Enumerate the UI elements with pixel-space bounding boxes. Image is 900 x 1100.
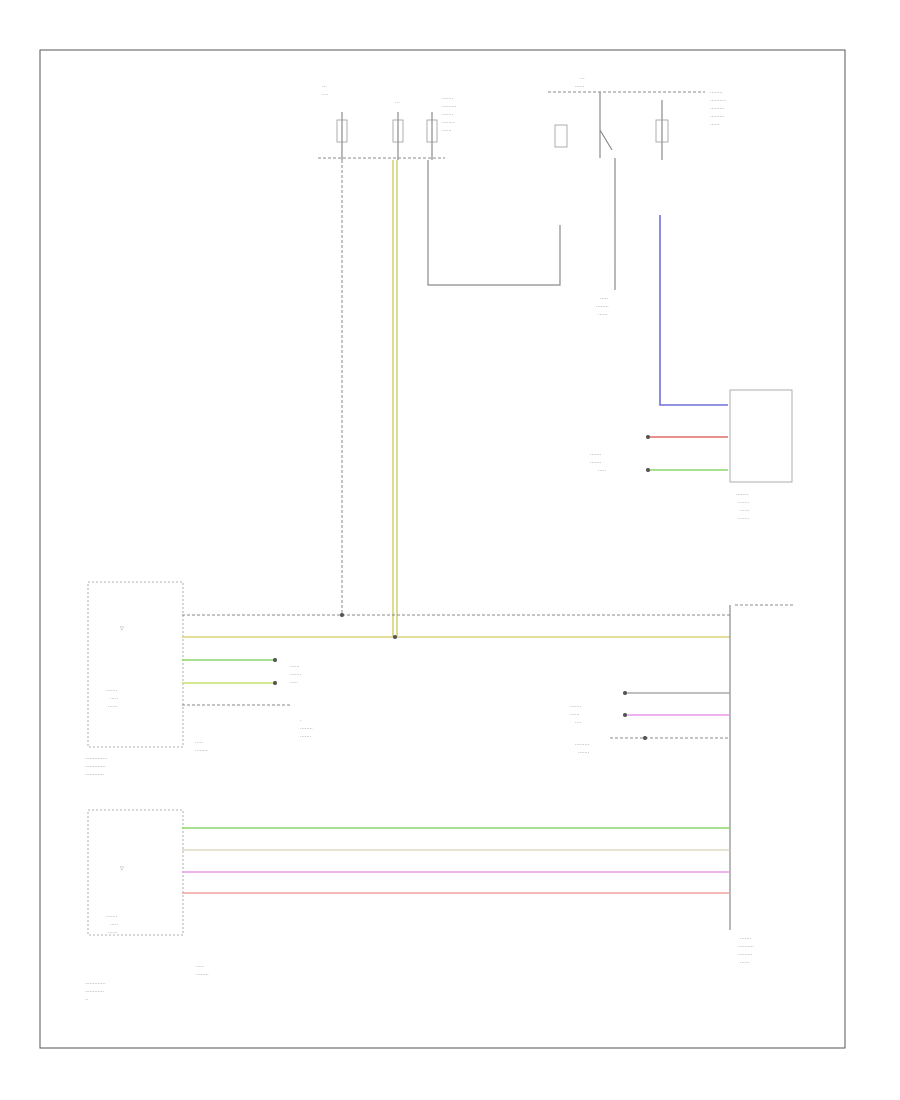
svg-text:········: ········ <box>196 972 209 978</box>
wires-lower-horizontal <box>182 827 730 894</box>
wire-harness-vertical <box>341 160 616 637</box>
switch-module-upper: ▽ ······· ····· ······ ·············· ··… <box>85 581 208 778</box>
svg-text:······: ······ <box>575 84 585 90</box>
svg-text:·············: ············· <box>85 981 106 987</box>
svg-text:····: ···· <box>322 92 329 98</box>
svg-text:··········: ·········· <box>738 944 754 950</box>
svg-text:·············: ············· <box>85 764 106 770</box>
svg-text:········: ········ <box>195 748 208 754</box>
svg-text:···: ··· <box>580 76 585 82</box>
svg-text:······: ······ <box>108 930 118 936</box>
svg-text:·······: ······· <box>740 936 752 942</box>
svg-text:········: ········ <box>736 492 749 498</box>
svg-text:·······: ······· <box>570 704 582 710</box>
diagram-frame <box>39 49 846 1049</box>
svg-text:··············: ·············· <box>85 756 108 762</box>
relay-block-top-right: ··· ······ ········ ·········· ·········… <box>548 76 726 318</box>
svg-text:·········: ········· <box>710 114 725 120</box>
svg-text:·: · <box>300 718 302 724</box>
svg-text:········: ········ <box>300 726 313 732</box>
svg-text:·········: ········· <box>710 106 725 112</box>
svg-text:·······: ······· <box>106 688 118 694</box>
svg-text:·······: ······· <box>738 500 750 506</box>
svg-text:············: ············ <box>85 772 104 778</box>
svg-text:······: ······ <box>740 508 750 514</box>
wire-blue <box>659 215 728 406</box>
svg-text:······: ······ <box>570 712 580 718</box>
svg-text:·······: ······· <box>738 516 750 522</box>
svg-text:·········: ········· <box>442 104 457 110</box>
svg-text:·······: ······· <box>442 112 454 118</box>
svg-text:·······: ······· <box>290 672 302 678</box>
svg-text:·····: ····· <box>600 296 608 302</box>
svg-text:············: ············ <box>85 989 104 995</box>
svg-text:········: ········ <box>710 90 723 96</box>
switch-module-lower: ▽ ······· ····· ······ ············· ···… <box>85 809 209 1003</box>
svg-text:········: ········ <box>442 120 455 126</box>
svg-text:······: ······ <box>442 128 452 134</box>
svg-text:···: ··· <box>322 84 327 90</box>
svg-text:······: ······ <box>598 312 608 318</box>
svg-text:·····: ····· <box>598 468 606 474</box>
svg-text:········: ········ <box>596 304 609 310</box>
svg-text:·····: ····· <box>195 740 203 746</box>
engine-control-module: ······· ······· ····· ········ ······· ·… <box>590 389 793 522</box>
svg-text:▽: ▽ <box>120 626 124 632</box>
svg-text:·······: ······· <box>590 460 602 466</box>
svg-text:··: ·· <box>85 997 89 1003</box>
fuse-block-top: ··· ···· ··· ······· ········· ······· ·… <box>318 84 457 160</box>
svg-text:·····: ····· <box>290 680 298 686</box>
svg-text:····: ···· <box>575 720 582 726</box>
svg-text:·······: ······· <box>590 452 602 458</box>
svg-text:·····: ····· <box>196 964 204 970</box>
svg-text:·····: ····· <box>110 696 118 702</box>
svg-text:·······: ······· <box>300 734 312 740</box>
svg-text:·······: ······· <box>442 96 454 102</box>
svg-text:·······: ······· <box>578 750 590 756</box>
svg-text:·········: ········· <box>738 952 753 958</box>
connector-module-right: ······· ······ ···· ········· ······· ··… <box>570 604 795 966</box>
svg-text:·····: ····· <box>110 922 118 928</box>
svg-text:·········: ········· <box>575 742 590 748</box>
wires-upper-horizontal: ······ ······· ····· · ········ ······· <box>182 613 730 740</box>
svg-text:▽: ▽ <box>120 866 124 872</box>
svg-text:······: ······ <box>108 704 118 710</box>
svg-text:······: ······ <box>290 664 300 670</box>
svg-text:···: ··· <box>395 100 400 106</box>
svg-text:··········: ·········· <box>710 98 726 104</box>
svg-text:·······: ······· <box>106 914 118 920</box>
svg-text:······: ······ <box>740 960 750 966</box>
svg-text:······: ······ <box>710 122 720 128</box>
